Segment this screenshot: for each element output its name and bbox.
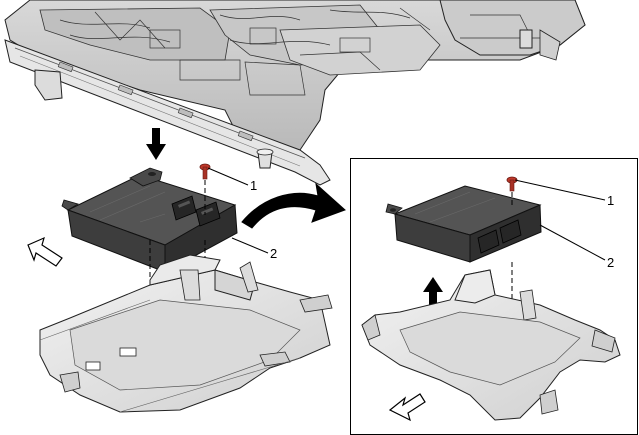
install-arrow-down	[146, 128, 166, 160]
callout-1-detail: 1	[607, 193, 614, 208]
seat-frame	[4, 0, 586, 186]
bracket-main	[39, 254, 333, 413]
callout-2-main: 2	[270, 246, 277, 261]
callout-leaders-main	[207, 167, 269, 254]
bolt-main	[199, 163, 211, 180]
front-arrow-icon	[388, 393, 426, 422]
control-module-main	[61, 167, 238, 273]
callout-2-detail: 2	[607, 255, 614, 270]
remove-arrow-up	[423, 277, 443, 312]
control-module-detail	[385, 185, 542, 263]
front-arrow-icon	[27, 236, 63, 267]
transfer-arrow	[241, 182, 346, 229]
callout-1-main: 1	[250, 178, 257, 193]
bracket-detail	[361, 269, 621, 421]
callout-leaders-detail	[514, 179, 606, 261]
